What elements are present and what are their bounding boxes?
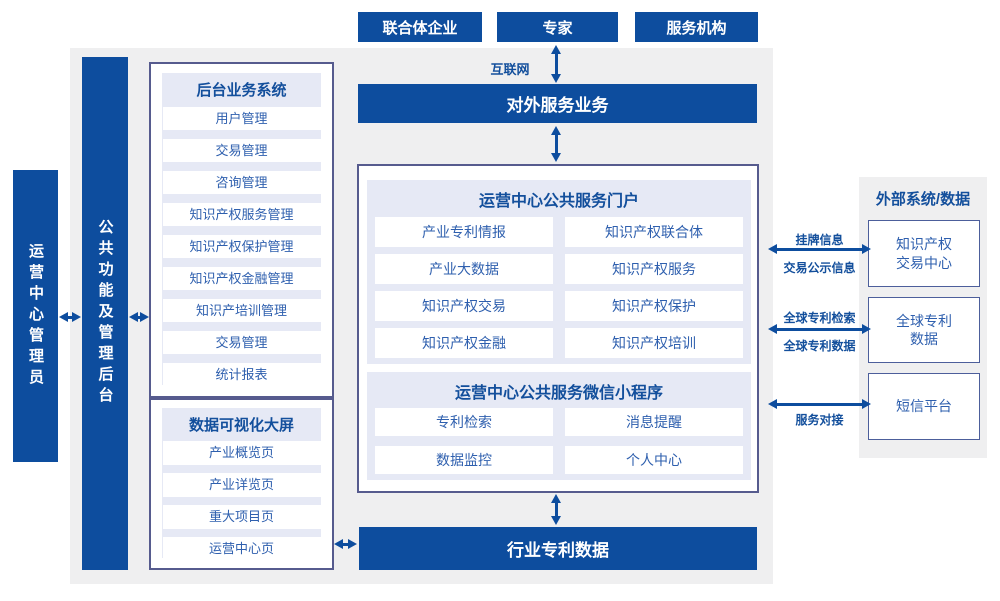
backend-item: 知识产权保护管理 bbox=[162, 235, 321, 258]
miniapp-item: 专利检索 bbox=[375, 408, 553, 436]
backend-item: 交易管理 bbox=[162, 331, 321, 354]
backend-system-panel: 后台业务系统 用户管理 交易管理 咨询管理 知识产权服务管理 知识产权保护管理 … bbox=[149, 62, 334, 398]
link-label-top: 全球专利检索 bbox=[783, 311, 856, 325]
backend-item: 知识产权金融管理 bbox=[162, 267, 321, 290]
dashboard-item: 产业详览页 bbox=[162, 473, 321, 497]
public-function-backend-bar: 公共功能及管理后台 bbox=[82, 57, 128, 570]
external-service-bar: 对外服务业务 bbox=[358, 84, 757, 123]
portal-title: 运营中心公共服务门户 bbox=[478, 193, 639, 210]
double-arrow-icon bbox=[768, 399, 871, 409]
double-arrow-icon bbox=[551, 45, 561, 83]
portal-item: 产业大数据 bbox=[375, 254, 553, 284]
miniapp-title: 运营中心公共服务微信小程序 bbox=[454, 385, 663, 402]
backend-item: 知识产权服务管理 bbox=[162, 203, 321, 226]
center-panel: 运营中心公共服务门户 产业专利情报 知识产权联合体 产业大数据 知识产权服务 知… bbox=[357, 164, 759, 493]
backend-item: 交易管理 bbox=[162, 139, 321, 162]
portal-item: 知识产权交易 bbox=[375, 291, 553, 321]
industry-patent-data-bar: 行业专利数据 bbox=[359, 527, 757, 570]
double-arrow-icon bbox=[551, 494, 561, 525]
operations-center-admin-bar: 运营中心管理员 bbox=[13, 170, 58, 462]
double-arrow-icon bbox=[768, 324, 871, 334]
double-arrow-icon bbox=[129, 312, 149, 322]
link-label-bottom: 服务对接 bbox=[795, 413, 844, 427]
backend-item: 统计报表 bbox=[162, 363, 321, 386]
portal-item: 产业专利情报 bbox=[375, 217, 553, 247]
external-box-line: 全球专利 bbox=[896, 312, 952, 329]
miniapp-section: 运营中心公共服务微信小程序 专利检索 消息提醒 数据监控 个人中心 bbox=[367, 372, 751, 480]
external-box-global-patent: 全球专利 数据 bbox=[868, 297, 980, 363]
external-box-line: 数据 bbox=[910, 331, 938, 347]
dashboard-inner: 数据可视化大屏 产业概览页 产业详览页 重大项目页 运营中心页 bbox=[162, 408, 321, 561]
actor-box-expert: 专家 bbox=[497, 12, 618, 42]
actor-box-service-org: 服务机构 bbox=[635, 12, 758, 42]
external-box-sms-platform: 短信平台 bbox=[868, 373, 980, 440]
backend-system-title: 后台业务系统 bbox=[196, 82, 287, 99]
external-box-line: 知识产权 bbox=[896, 236, 952, 253]
portal-item: 知识产权保护 bbox=[565, 291, 743, 321]
external-box-line: 交易中心 bbox=[896, 254, 952, 271]
link-label-top: 挂牌信息 bbox=[795, 233, 844, 247]
portal-item: 知识产权服务 bbox=[565, 254, 743, 284]
actor-box-consortium: 联合体企业 bbox=[358, 12, 482, 42]
miniapp-item: 数据监控 bbox=[375, 446, 553, 474]
double-arrow-icon bbox=[59, 312, 81, 322]
dashboard-item: 重大项目页 bbox=[162, 505, 321, 529]
backend-item: 用户管理 bbox=[162, 107, 321, 130]
miniapp-item: 个人中心 bbox=[565, 446, 743, 474]
portal-section: 运营中心公共服务门户 产业专利情报 知识产权联合体 产业大数据 知识产权服务 知… bbox=[367, 180, 751, 364]
dashboard-panel: 数据可视化大屏 产业概览页 产业详览页 重大项目页 运营中心页 bbox=[149, 398, 334, 570]
external-panel-title: 外部系统/数据 bbox=[875, 191, 971, 208]
dashboard-item: 产业概览页 bbox=[162, 441, 321, 465]
dashboard-item: 运营中心页 bbox=[162, 537, 321, 561]
external-box-line: 短信平台 bbox=[896, 398, 952, 415]
external-box-ip-exchange: 知识产权 交易中心 bbox=[868, 220, 980, 287]
portal-item: 知识产权培训 bbox=[565, 328, 743, 358]
double-arrow-icon bbox=[551, 126, 561, 162]
double-arrow-icon bbox=[334, 539, 357, 549]
backend-item: 知识产培训管理 bbox=[162, 299, 321, 322]
backend-item: 咨询管理 bbox=[162, 171, 321, 194]
link-label-bottom: 交易公示信息 bbox=[783, 261, 856, 275]
double-arrow-icon bbox=[768, 244, 871, 254]
portal-item: 知识产权联合体 bbox=[565, 217, 743, 247]
dashboard-title: 数据可视化大屏 bbox=[188, 417, 294, 434]
backend-system-inner: 后台业务系统 用户管理 交易管理 咨询管理 知识产权服务管理 知识产权保护管理 … bbox=[162, 73, 321, 386]
link-label-bottom: 全球专利数据 bbox=[783, 339, 856, 353]
portal-item: 知识产权金融 bbox=[375, 328, 553, 358]
miniapp-item: 消息提醒 bbox=[565, 408, 743, 436]
internet-label: 互联网 bbox=[490, 62, 530, 77]
